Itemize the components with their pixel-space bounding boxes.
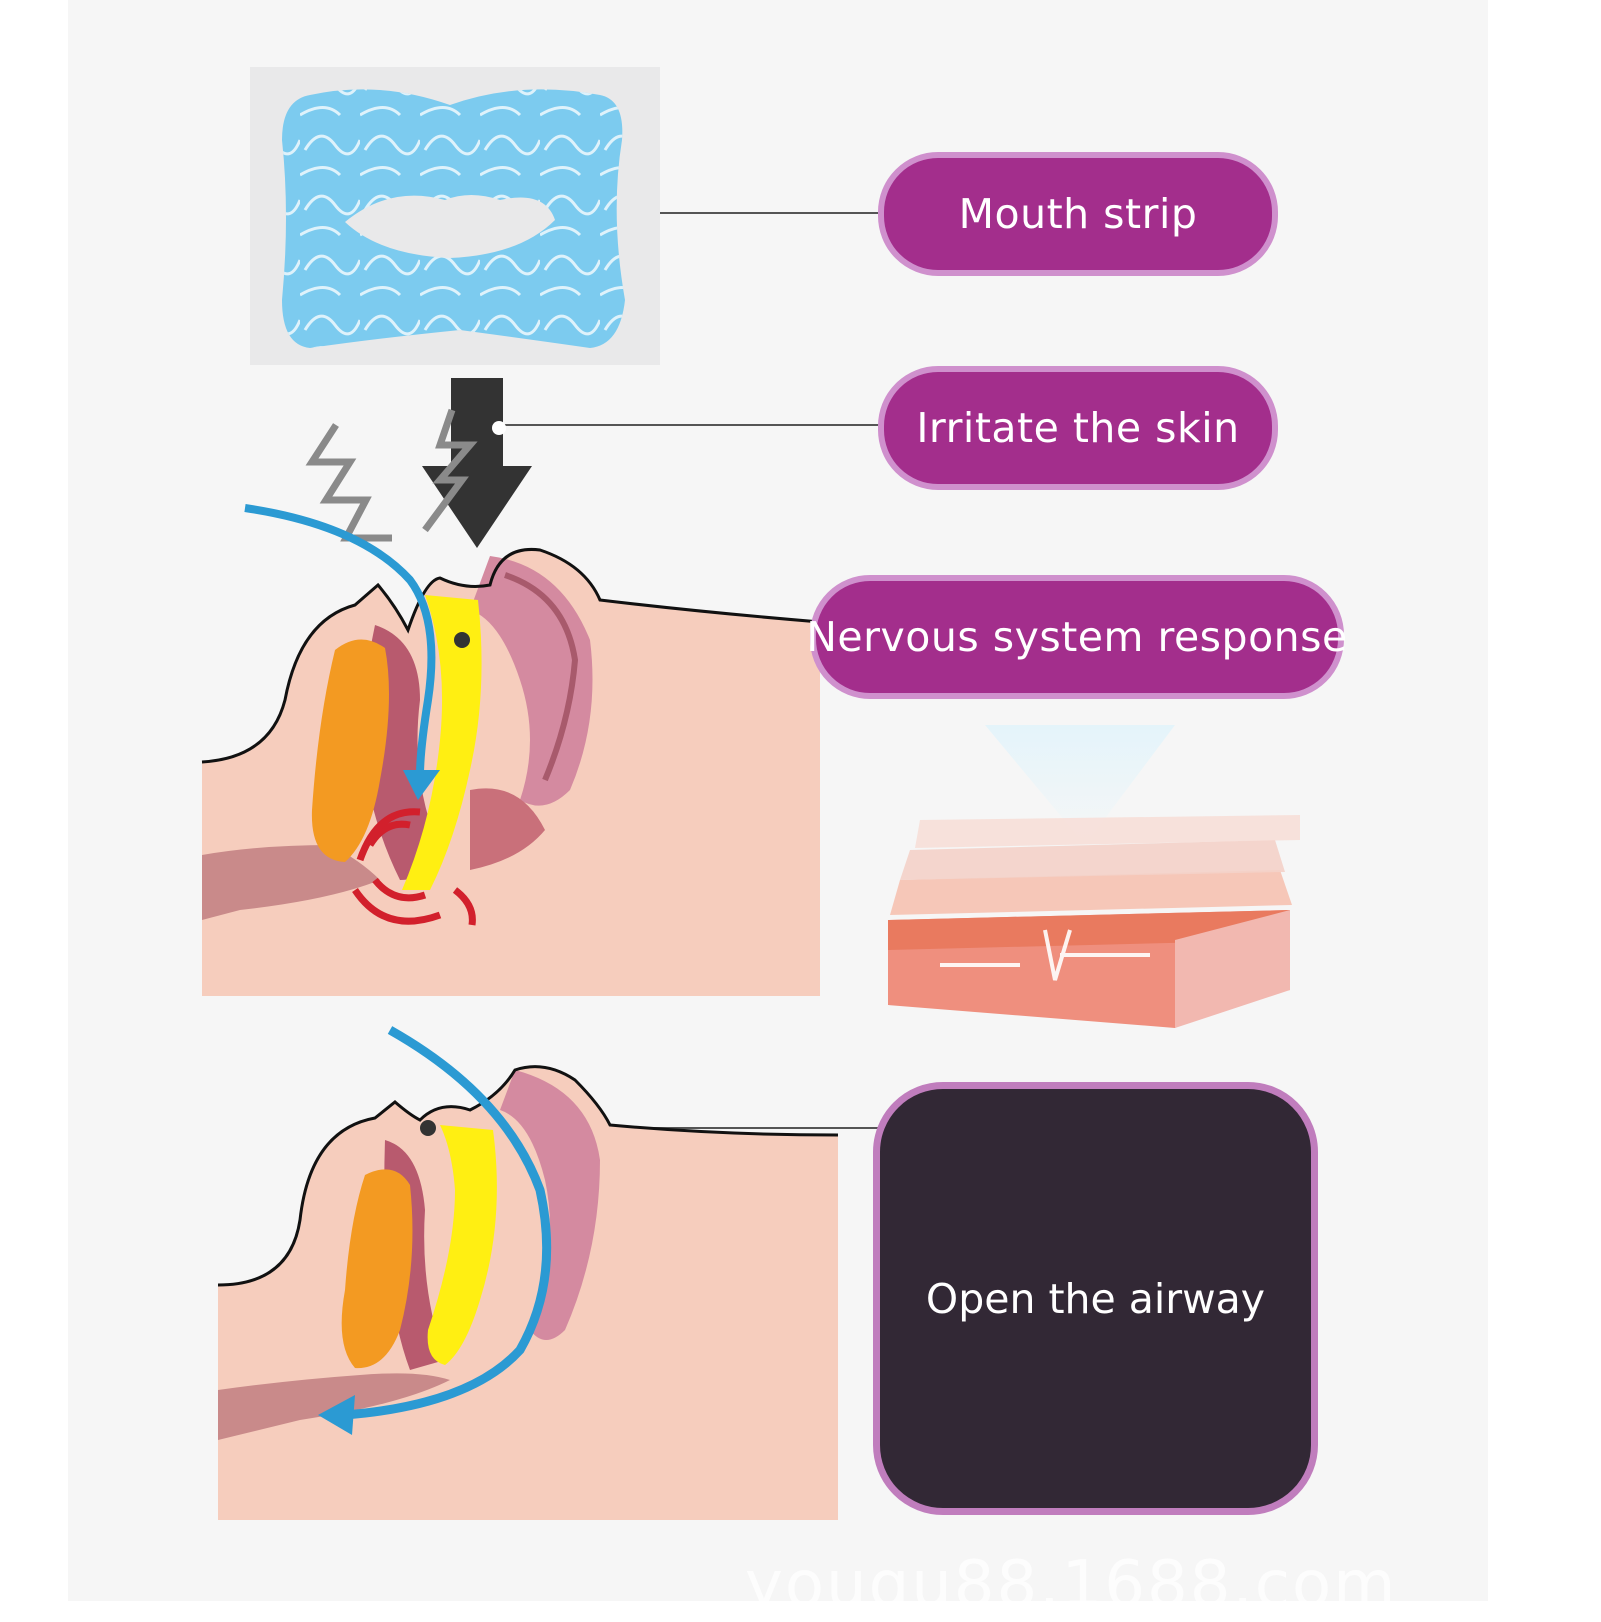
snore-zigzag-icon bbox=[305, 408, 478, 542]
mouth-strip-label: Mouth strip bbox=[878, 152, 1278, 276]
open-airway-label: Open the airway bbox=[873, 1082, 1318, 1515]
airflow-open-arrow-icon bbox=[318, 1026, 552, 1435]
head-open bbox=[217, 1065, 839, 1520]
mouth-strip-image bbox=[250, 67, 660, 365]
down-arrow-icon bbox=[422, 378, 532, 548]
head-obstructed bbox=[201, 547, 821, 996]
irritate-skin-label: Irritate the skin bbox=[878, 366, 1278, 490]
watermark: youqu88.1688.com bbox=[745, 1548, 1398, 1622]
vibration-icon bbox=[352, 808, 476, 926]
airflow-arrow-icon bbox=[244, 504, 440, 800]
nervous-response-label: Nervous system response bbox=[806, 575, 1347, 699]
skin-layers-image bbox=[888, 725, 1300, 1028]
